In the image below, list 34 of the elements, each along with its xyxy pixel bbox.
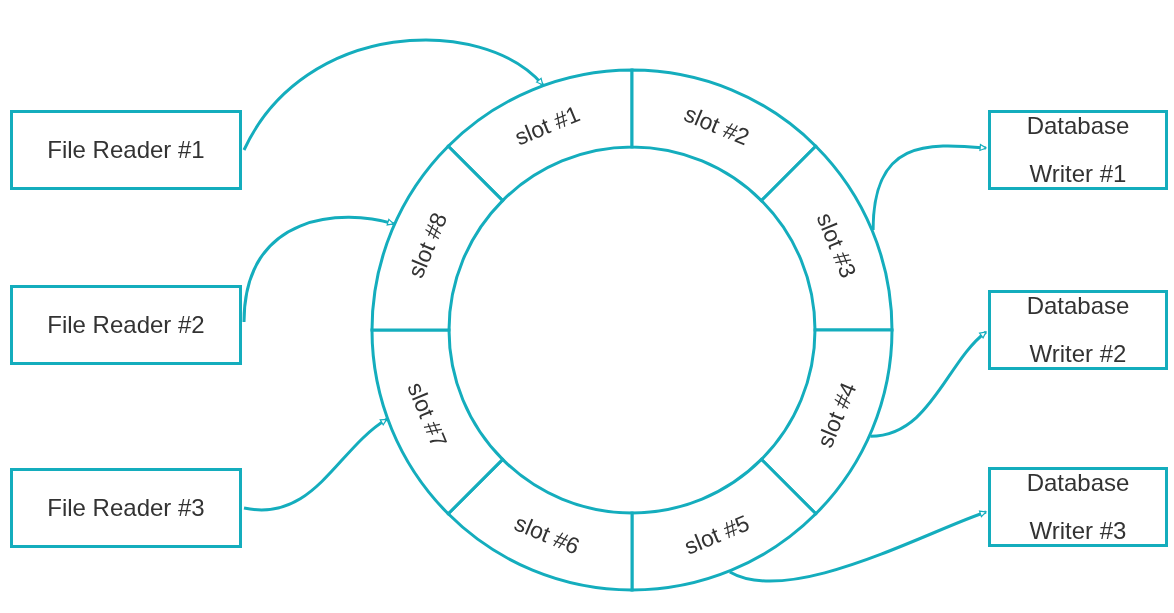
ring-slot xyxy=(630,68,818,203)
arrow xyxy=(871,144,987,231)
ring-slot xyxy=(759,328,894,516)
slot-label: slot #7 xyxy=(402,378,453,452)
process-box xyxy=(988,110,1168,190)
process-box xyxy=(988,290,1168,370)
slot-label: slot #6 xyxy=(510,509,584,560)
box-label: Database Writer #3 xyxy=(1025,468,1131,546)
box-label: Database Writer #1 xyxy=(1025,111,1131,189)
process-box xyxy=(10,110,242,190)
process-box xyxy=(10,285,242,365)
ring-slot xyxy=(446,457,634,592)
arrow xyxy=(729,510,987,583)
arrow xyxy=(242,38,544,151)
ring-slot xyxy=(759,144,894,332)
box-label: File Reader #2 xyxy=(47,311,205,339)
ring-slot xyxy=(370,144,505,332)
box-label: Database Writer #2 xyxy=(1025,291,1131,369)
arrow xyxy=(870,330,987,438)
ring-slot xyxy=(446,68,634,203)
arrow xyxy=(242,215,395,323)
slot-label: slot #8 xyxy=(402,208,453,282)
process-box xyxy=(988,467,1168,547)
ring-slot xyxy=(630,457,818,592)
slot-label: slot #5 xyxy=(680,509,754,560)
slot-label: slot #2 xyxy=(680,100,754,151)
slot-label: slot #4 xyxy=(811,378,862,452)
slot-label: slot #3 xyxy=(811,208,862,282)
arrow xyxy=(243,418,388,512)
ring-slot xyxy=(370,328,505,516)
box-label: File Reader #1 xyxy=(47,136,205,164)
process-box xyxy=(10,468,242,548)
box-label: File Reader #3 xyxy=(47,494,205,522)
slot-label: slot #1 xyxy=(510,100,584,151)
